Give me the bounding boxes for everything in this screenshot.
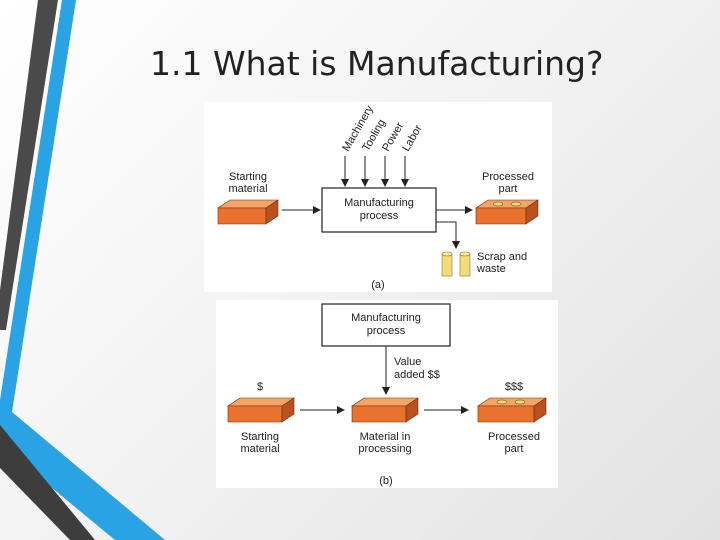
diagram-b: Manufacturing process Value added $$ $ $… [227, 303, 547, 487]
diagram-a-panel: Machinery Tooling Power Labor Manufactur… [204, 102, 552, 292]
hole-left [496, 399, 508, 405]
scrap-pieces [441, 251, 471, 277]
processed-part-brick [477, 397, 547, 423]
starting-material-label-line1: Starting [241, 431, 279, 443]
starting-material-label-line1: Starting [229, 171, 267, 183]
processed-part-label-line2: part [505, 443, 524, 455]
stripe-dark-bottom [0, 425, 95, 540]
cost-start-label: $ [257, 381, 263, 393]
caption-a: (a) [371, 279, 384, 291]
caption-b: (b) [379, 475, 392, 487]
process-box [321, 303, 451, 347]
stripe-blue-bottom [0, 410, 165, 540]
processed-part-label-line1: Processed [488, 431, 540, 443]
process-box [321, 187, 437, 233]
stripe-dark-top [0, 0, 58, 330]
scrap-label-line2: waste [476, 263, 506, 275]
arrow-process-to-scrap [436, 221, 460, 249]
stripe-blue-top [0, 0, 76, 412]
starting-material-label-line2: material [240, 443, 279, 455]
in-processing-label-line2: processing [358, 443, 411, 455]
processed-part-label-line1: Processed [482, 171, 534, 183]
cost-end-label: $$$ [505, 381, 523, 393]
hole-right [510, 201, 522, 207]
starting-material-label-line2: material [228, 183, 267, 195]
hole-right [514, 399, 526, 405]
diagram-a: Machinery Tooling Power Labor Manufactur… [217, 103, 539, 291]
value-added-line1: Value [394, 356, 421, 368]
hole-left [492, 201, 504, 207]
processed-part-label-line2: part [499, 183, 518, 195]
diagram-b-panel: Manufacturing process Value added $$ $ $… [216, 300, 558, 488]
starting-material-brick [227, 397, 295, 423]
process-label-line2: process [360, 210, 399, 222]
process-label-line1: Manufacturing [351, 312, 421, 324]
value-added-line2: added $$ [394, 369, 440, 381]
in-processing-brick [351, 397, 419, 423]
starting-material-brick [217, 199, 279, 225]
processed-part-brick [475, 199, 539, 225]
process-label-line1: Manufacturing [344, 197, 414, 209]
slide-title: 1.1 What is Manufacturing? [150, 44, 604, 83]
scrap-label-line1: Scrap and [477, 251, 527, 263]
process-label-line2: process [367, 325, 406, 337]
in-processing-label-line1: Material in [360, 431, 411, 443]
